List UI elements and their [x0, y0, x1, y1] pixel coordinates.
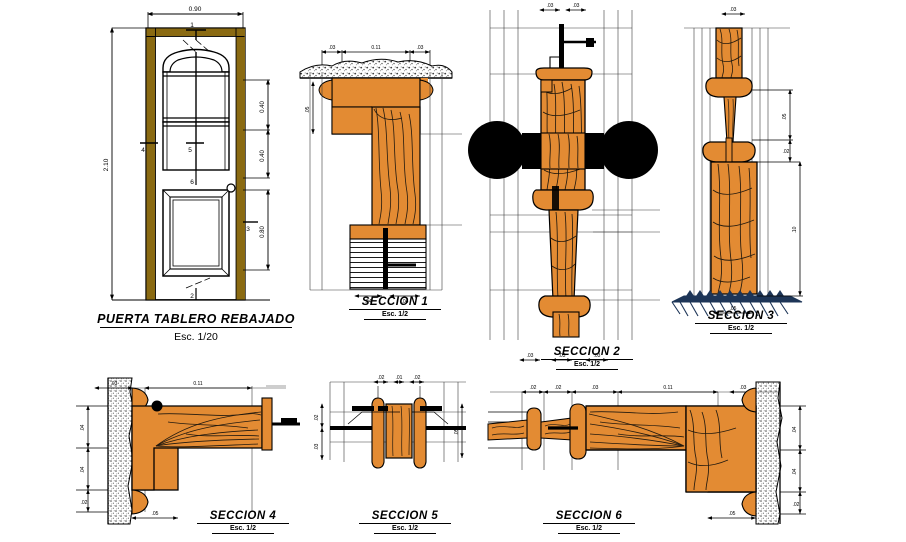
- svg-text:.10: .10: [792, 226, 798, 233]
- svg-text:.03: .03: [740, 385, 747, 391]
- ground-symbol: [671, 290, 803, 317]
- svg-text:.04: .04: [80, 424, 86, 431]
- svg-text:0.80: 0.80: [260, 226, 266, 238]
- svg-text:.02: .02: [314, 414, 320, 421]
- svg-text:.03: .03: [730, 7, 737, 13]
- seccion-5-title-block: SECCION 5 Esc. 1/2: [340, 510, 470, 534]
- seccion-2-title-block: SECCION 2 Esc. 1/2: [522, 346, 652, 370]
- seccion-5-scale: Esc. 1/2: [391, 525, 419, 532]
- svg-text:.03: .03: [592, 385, 599, 391]
- svg-text:.03: .03: [527, 353, 534, 359]
- svg-text:.05: .05: [305, 106, 311, 113]
- svg-text:6: 6: [190, 179, 194, 186]
- svg-text:.05: .05: [729, 511, 736, 517]
- svg-text:0.90: 0.90: [189, 6, 202, 13]
- svg-text:.03: .03: [111, 381, 118, 387]
- svg-text:.02: .02: [783, 149, 790, 155]
- seccion-4-title: SECCION 4: [209, 510, 277, 522]
- seccion-1-title: SECCION 1: [361, 296, 429, 308]
- seccion-6-title: SECCION 6: [555, 510, 623, 522]
- seccion-3-detail: .03: [671, 7, 803, 317]
- svg-text:.05: .05: [152, 511, 159, 517]
- elevation-title-block: PUERTA TABLERO REBAJADO Esc. 1/20: [86, 312, 306, 343]
- svg-text:.03: .03: [417, 45, 424, 51]
- seccion-5-title: SECCION 5: [371, 510, 439, 522]
- hinge-pin-symbol: [151, 400, 163, 412]
- svg-text:2.10: 2.10: [103, 158, 110, 171]
- svg-text:.04: .04: [792, 468, 798, 475]
- svg-text:0.11: 0.11: [663, 385, 673, 391]
- elevation-scale: Esc. 1/20: [174, 331, 218, 343]
- door-elevation: 0.90 2.10: [103, 6, 270, 301]
- svg-text:0.40: 0.40: [260, 150, 266, 162]
- svg-text:.04: .04: [80, 466, 86, 473]
- seccion-4-scale: Esc. 1/2: [229, 525, 257, 532]
- seccion-2-scale: Esc. 1/2: [573, 361, 601, 368]
- svg-text:.02: .02: [530, 385, 537, 391]
- seccion-4-title-block: SECCION 4 Esc. 1/2: [178, 510, 308, 534]
- svg-text:.05: .05: [782, 113, 788, 120]
- seccion-3-title-block: SECCION 3 Esc. 1/2: [676, 310, 806, 334]
- door-knob-symbol: [226, 183, 236, 193]
- seccion-6-detail: .02 .02 .03 0.11 .03: [487, 381, 806, 525]
- svg-text:.02: .02: [378, 375, 385, 381]
- seccion-1-title-block: SECCION 1 Esc. 1/2: [330, 296, 460, 320]
- svg-text:.04: .04: [402, 299, 409, 305]
- svg-text:.01: .01: [396, 375, 403, 381]
- seccion-5-detail: .02 .01 .02 .02 .03 .05: [314, 375, 466, 469]
- svg-text:.04: .04: [792, 426, 798, 433]
- svg-text:.02: .02: [81, 500, 88, 506]
- svg-text:.03: .03: [314, 443, 320, 450]
- svg-text:.05: .05: [730, 306, 737, 312]
- seccion-2-title: SECCION 2: [553, 346, 621, 358]
- seccion-6-title-block: SECCION 6 Esc. 1/2: [524, 510, 654, 534]
- svg-text:.03: .03: [559, 353, 566, 359]
- seccion-1-scale: Esc. 1/2: [381, 311, 409, 318]
- svg-text:0.11: 0.11: [193, 381, 203, 387]
- elevation-title: PUERTA TABLERO REBAJADO: [97, 312, 295, 326]
- svg-text:.04: .04: [365, 299, 372, 305]
- svg-text:.03: .03: [329, 45, 336, 51]
- seccion-3-title: SECCION 3: [707, 310, 775, 322]
- svg-text:2: 2: [190, 293, 194, 300]
- seccion-2-detail: .03 .03: [468, 3, 660, 362]
- svg-text:5: 5: [188, 147, 192, 154]
- svg-text:0.40: 0.40: [260, 101, 266, 113]
- svg-text:4: 4: [141, 147, 145, 154]
- seccion-3-scale: Esc. 1/2: [727, 325, 755, 332]
- svg-text:0.11: 0.11: [371, 45, 381, 51]
- svg-text:.03: .03: [573, 3, 580, 9]
- svg-text:.03: .03: [594, 353, 601, 359]
- svg-text:.03: .03: [547, 3, 554, 9]
- svg-text:.02: .02: [555, 385, 562, 391]
- seccion-4-detail: 0.11 .03 .04: [76, 377, 300, 525]
- seccion-1-detail: .03 0.11 .03: [299, 45, 462, 305]
- seccion-6-scale: Esc. 1/2: [575, 525, 603, 532]
- svg-text:.02: .02: [793, 502, 800, 508]
- svg-text:.02: .02: [414, 375, 421, 381]
- svg-text:.05: .05: [454, 428, 460, 435]
- svg-text:3: 3: [246, 226, 250, 233]
- svg-text:1: 1: [190, 22, 194, 29]
